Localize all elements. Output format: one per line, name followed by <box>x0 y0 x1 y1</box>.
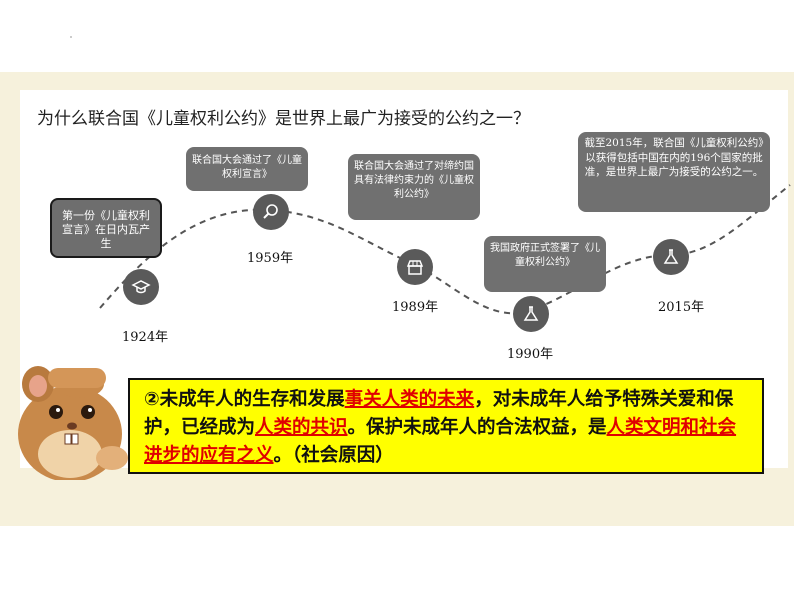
summary-text-4: 。（社会原因） <box>273 445 394 466</box>
summary-text-3: 。保护未成年人的合法权益，是 <box>347 417 607 438</box>
event-1989-bubble: 联合国大会通过了对缔约国具有法律约束力的《儿童权利公约》 <box>348 154 480 220</box>
summary-text-2: ，对未成年人给予特殊关爱和保护，已经成为 <box>144 389 734 438</box>
summary-text-1: ②未成年人的生存和发展 <box>144 389 345 410</box>
flask-icon <box>513 296 549 332</box>
event-1990-bubble: 我国政府正式签署了《儿童权利公约》 <box>484 236 606 292</box>
summary-box: ②未成年人的生存和发展事关人类的未来，对未成年人给予特殊关爱和保护，已经成为人类… <box>128 378 764 474</box>
year-1989: 1989年 <box>392 300 439 315</box>
storefront-icon <box>397 249 433 285</box>
key-phrase-consensus: 人类的共识 <box>255 417 348 438</box>
year-1990: 1990年 <box>507 347 554 362</box>
magnifier-icon <box>253 194 289 230</box>
graduation-cap-icon <box>123 269 159 305</box>
year-1959: 1959年 <box>247 251 294 266</box>
flask-icon <box>653 239 689 275</box>
event-2015-bubble: 截至2015年，联合国《儿童权利公约》以获得包括中国在内的196个国家的批准，是… <box>578 132 770 212</box>
event-1959-bubble: 联合国大会通过了《儿童权利宣言》 <box>186 147 308 191</box>
page-title: 为什么联合国《儿童权利公约》是世界上最广为接受的公约之一？ <box>37 109 530 129</box>
year-2015: 2015年 <box>658 300 705 315</box>
key-phrase-civilization: 人类文明和社会进步的应有之义 <box>144 417 737 466</box>
key-phrase-future: 事关人类的未来 <box>344 389 475 410</box>
year-1924: 1924年 <box>122 330 169 345</box>
event-1924-bubble: 第一份《儿童权利宣言》在日内瓦产生 <box>50 198 162 258</box>
corner-speck <box>70 36 72 38</box>
hamster-mascot-icon <box>18 366 128 480</box>
